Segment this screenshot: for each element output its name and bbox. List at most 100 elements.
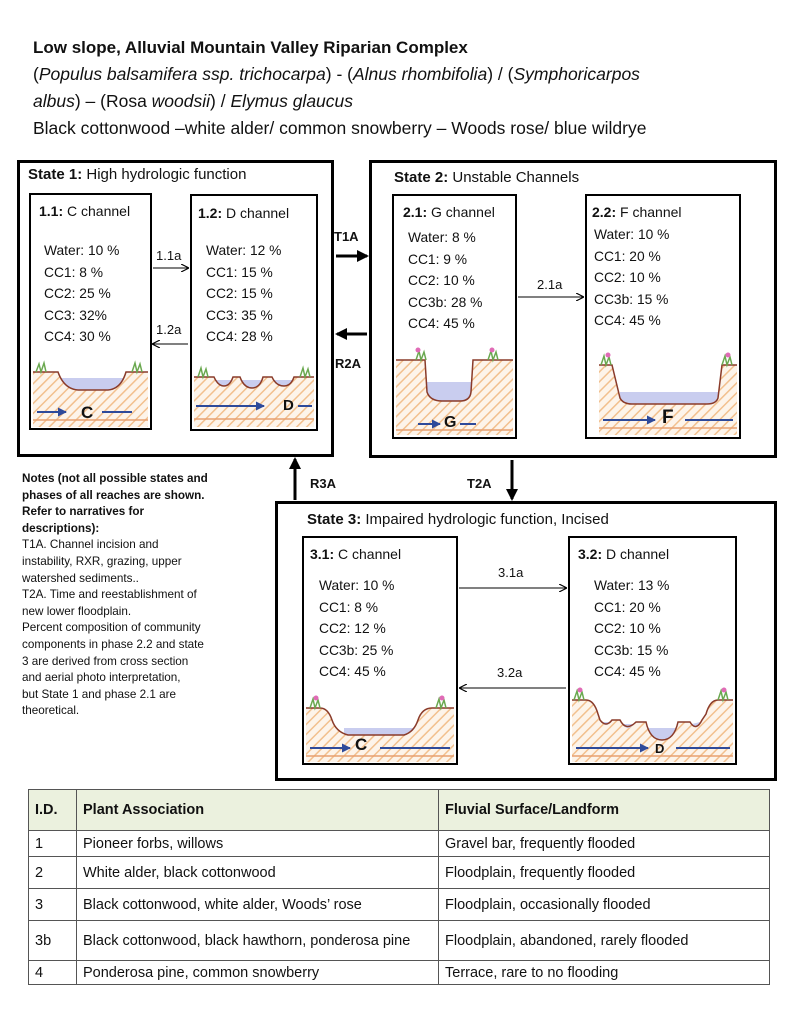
phase-3-1-values: Water: 10 % CC1: 8 % CC2: 12 % CC3b: 25 … (319, 575, 394, 683)
cell-plant-association: Pioneer forbs, willows (76, 830, 439, 857)
notes-line: T1A. Channel incision and (22, 538, 159, 552)
notes-block: Notes (not all possible states and phase… (22, 471, 267, 720)
cell-id: 1 (28, 830, 77, 857)
cell-id: 3 (28, 888, 77, 921)
notes-line: watershed sediments.. (22, 571, 139, 585)
notes-title-line: descriptions): (22, 521, 100, 535)
cell-fluvial-surface: Floodplain, abandoned, rarely flooded (438, 920, 770, 961)
header-plant-association: Plant Association (76, 789, 439, 831)
value-line: CC3: 35 % (206, 307, 273, 323)
state-3-title: State 3: Impaired hydrologic function, I… (307, 511, 609, 528)
channel-letter-2-2: F (662, 407, 674, 428)
phase-1-1-title: 1.1: C channel (39, 203, 131, 219)
sci-woodsii: woodsii (151, 91, 211, 111)
notes-line: and aerial photo interpretation, (22, 671, 181, 685)
phase-1-1-values: Water: 10 % CC1: 8 % CC2: 25 % CC3: 32% … (44, 240, 119, 348)
page-title: Low slope, Alluvial Mountain Valley Ripa… (33, 38, 468, 57)
notes-line: T2A. Time and reestablishment of (22, 588, 197, 602)
sci-albus: albus (33, 91, 75, 111)
transition-label-T2A: T2A (467, 476, 492, 491)
value-line: CC3b: 15 % (594, 642, 669, 658)
value-line: CC2: 10 % (594, 621, 661, 636)
state-2-title: State 2: Unstable Channels (394, 169, 580, 186)
value-line: CC1: 8 % (44, 264, 104, 280)
value-line: CC2: 10 % (594, 270, 661, 285)
value-line: CC4: 45 % (594, 313, 661, 328)
value-line: Water: 10 % (319, 578, 395, 593)
notes-title-line: Notes (not all possible states and (22, 472, 208, 485)
table-row: 1 Pioneer forbs, willows Gravel bar, fre… (28, 830, 770, 857)
phase-3-2-title: 3.2: D channel (578, 546, 670, 562)
value-line: CC4: 45 % (594, 664, 661, 679)
notes-line: components in phase 2.2 and state (22, 637, 204, 651)
notes-line: theoretical. (22, 704, 80, 718)
table-row: 3 Black cottonwood, white alder, Woods’ … (28, 888, 770, 921)
phase-2-2-title: 2.2: F channel (592, 204, 682, 220)
channel-letter-1-2: D (283, 397, 294, 414)
value-line: CC1: 20 % (594, 599, 661, 615)
sci-sep-3: ) – (Rosa (74, 91, 152, 111)
sci-symphoricarpos: Symphoricarpos (513, 64, 640, 84)
common-name-line: Black cottonwood –white alder/ common sn… (33, 118, 647, 138)
value-line: CC4: 30 % (44, 329, 111, 344)
notes-title-line: phases of all reaches are shown. (22, 488, 205, 502)
cell-plant-association: Black cottonwood, white alder, Woods’ ro… (76, 888, 439, 921)
cross-section-1-2 (194, 365, 314, 427)
value-line: CC4: 28 % (206, 329, 273, 344)
transition-label-3-2a: 3.2a (497, 665, 523, 680)
notes-line: instability, RXR, grazing, upper (22, 554, 182, 568)
channel-letter-3-2: D (655, 741, 665, 756)
transition-label-3-1a: 3.1a (498, 565, 524, 580)
table-row: 2 White alder, black cottonwood Floodpla… (28, 856, 770, 889)
sci-elymus: Elymus glaucus (230, 91, 354, 111)
value-line: Water: 13 % (594, 578, 670, 593)
cell-id: 3b (28, 920, 77, 961)
table-header-row: I.D. Plant Association Fluvial Surface/L… (28, 789, 770, 831)
value-line: Water: 10 % (44, 243, 120, 258)
transition-label-1-1a: 1.1a (156, 248, 182, 263)
cross-section-3-1 (306, 695, 454, 762)
phase-3-1-title: 3.1: C channel (310, 546, 402, 562)
cross-section-2-1 (396, 347, 513, 435)
value-line: Water: 12 % (206, 243, 282, 258)
value-line: CC2: 12 % (319, 621, 386, 636)
notes-line: but State 1 and phase 2.1 are (22, 687, 177, 701)
value-line: CC1: 20 % (594, 248, 661, 264)
table-row: 3b Black cottonwood, black hawthorn, pon… (28, 920, 770, 961)
notes-line: new lower floodplain. (22, 604, 132, 618)
transition-label-2-1a: 2.1a (537, 277, 563, 292)
plant-association-table: I.D. Plant Association Fluvial Surface/L… (28, 789, 770, 985)
transition-label-R3A: R3A (310, 476, 337, 491)
table-row: 4 Ponderosa pine, common snowberry Terra… (28, 960, 770, 985)
value-line: CC1: 15 % (206, 264, 273, 280)
sci-populus: Populus balsamifera ssp. trichocarpa (38, 64, 326, 84)
value-line: CC3b: 15 % (594, 291, 669, 307)
channel-letter-3-1: C (355, 735, 368, 754)
sci-sep-4: ) / (210, 91, 231, 111)
value-line: CC1: 8 % (319, 599, 379, 615)
value-line: Water: 8 % (408, 230, 476, 245)
value-line: CC3: 32% (44, 307, 107, 323)
notes-line: 3 are derived from cross section (22, 654, 189, 668)
value-line: CC4: 45 % (408, 316, 475, 331)
header-fluvial-surface: Fluvial Surface/Landform (438, 789, 770, 831)
channel-letter-2-1: G (444, 414, 457, 431)
notes-title-line: Refer to narratives for (22, 505, 145, 519)
phase-2-2-values: Water: 10 % CC1: 20 % CC2: 10 % CC3b: 15… (594, 224, 669, 332)
cross-section-3-2 (572, 687, 733, 762)
cell-fluvial-surface: Floodplain, frequently flooded (438, 856, 770, 889)
value-line: CC3b: 28 % (408, 294, 483, 310)
cell-fluvial-surface: Floodplain, occasionally flooded (438, 888, 770, 921)
sci-alnus: Alnus rhombifolia (353, 64, 488, 84)
value-line: CC2: 25 % (44, 286, 111, 301)
transition-label-1-2a: 1.2a (156, 322, 182, 337)
header-id: I.D. (28, 789, 77, 831)
phase-1-2-title: 1.2: D channel (198, 205, 290, 221)
cell-fluvial-surface: Terrace, rare to no flooding (438, 960, 770, 985)
cross-section-1-1 (33, 360, 148, 427)
cross-section-2-2 (599, 352, 737, 435)
channel-letter-1-1: C (81, 403, 94, 422)
value-line: CC4: 45 % (319, 664, 386, 679)
state-1-title: State 1: High hydrologic function (28, 166, 247, 183)
sci-sep-1: ) - ( (325, 64, 353, 84)
